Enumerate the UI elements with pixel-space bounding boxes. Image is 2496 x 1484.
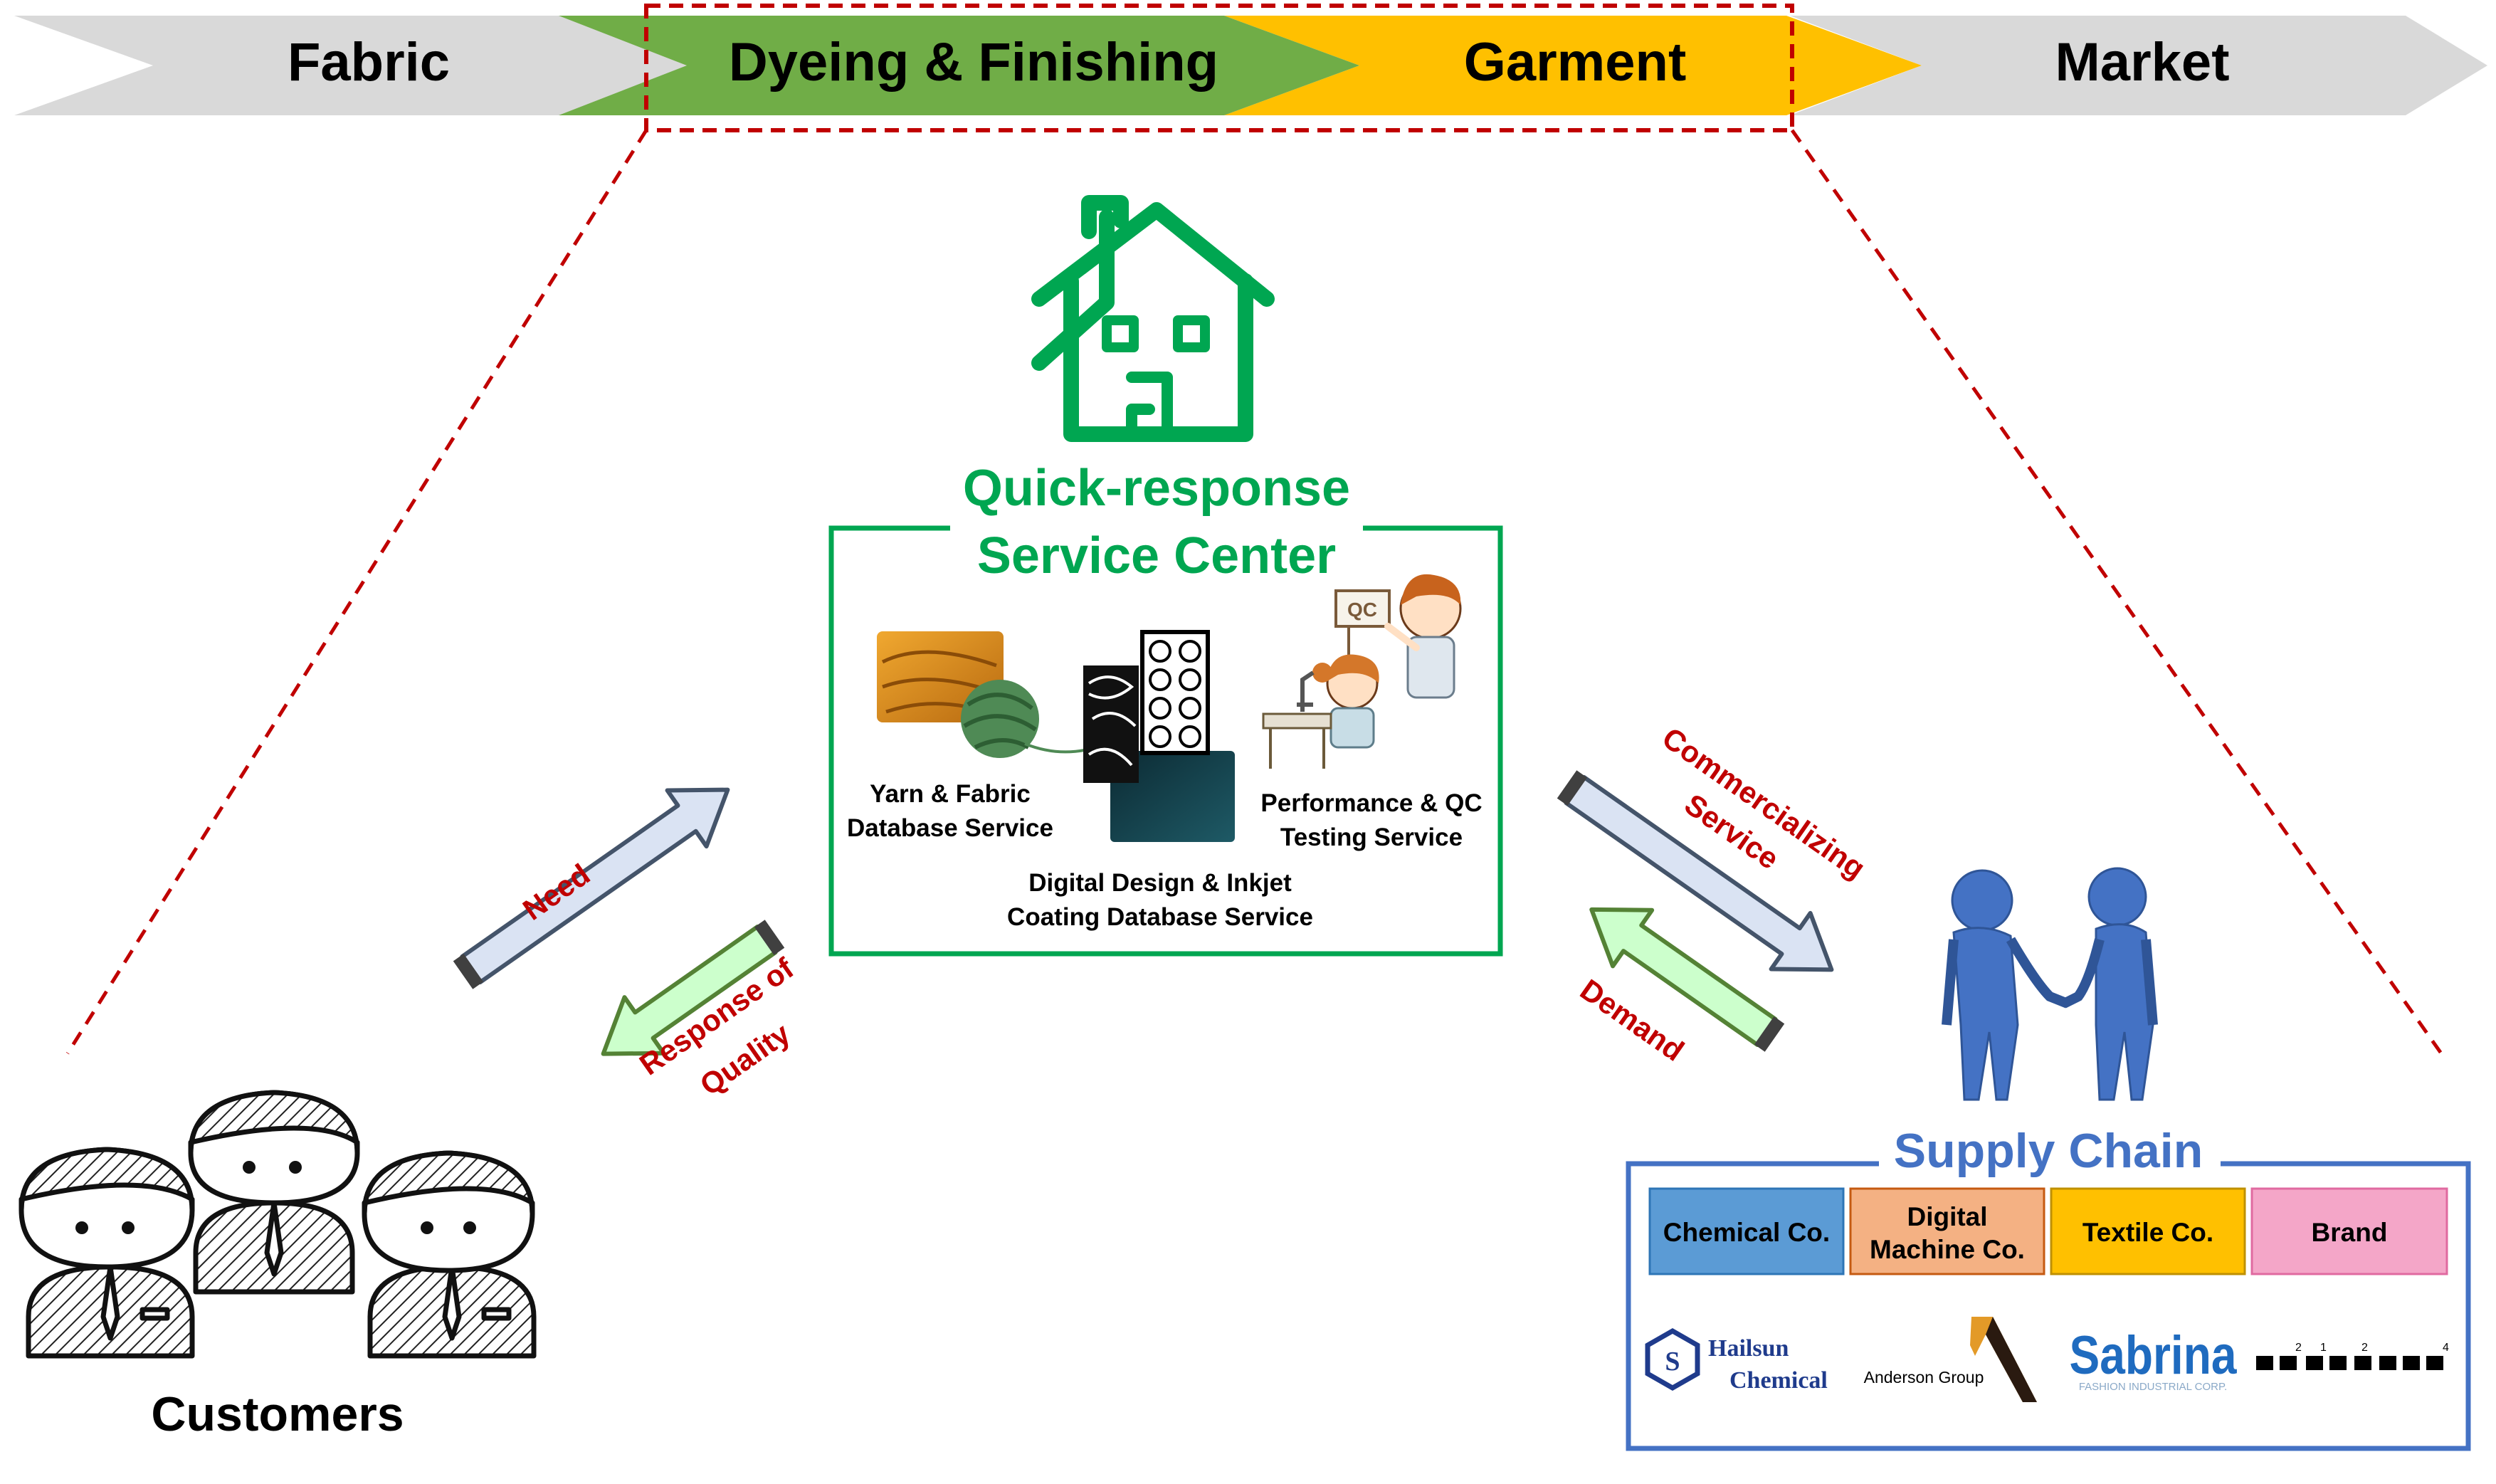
left-scope-line: [65, 129, 648, 1055]
yarn-service-label-2: Database Service: [847, 814, 1053, 842]
need-arrow: [453, 787, 730, 989]
category-textile: [2050, 1187, 2246, 1275]
yarn-service-label-1: Yarn & Fabric: [870, 780, 1031, 808]
category-textile-label: Textile Co.: [2082, 1218, 2213, 1247]
stage-market-shape: [1790, 16, 2487, 115]
handshake-icon: [1942, 867, 2158, 1101]
stage-garment-label: Garment: [1464, 32, 1687, 93]
category-digital-machine-label-2: Machine Co.: [1870, 1235, 2025, 1264]
qc-testing-image: QC: [1262, 574, 1462, 769]
design-service-label-1: Digital Design & Inkjet: [1028, 869, 1292, 897]
focus-highlight-box: [644, 4, 1794, 132]
hailsun-name-1: Hailsun: [1708, 1335, 1789, 1362]
brand-mark-2: 1: [2320, 1342, 2327, 1354]
stage-fabric-shape: [14, 16, 687, 115]
brand-mark-1: 2: [2295, 1342, 2302, 1354]
commercializing-arrow: [1557, 770, 1834, 972]
category-brand: [2250, 1187, 2448, 1275]
qc-service-label-2: Testing Service: [1280, 823, 1463, 851]
brand-mark-4: 4: [2443, 1342, 2449, 1354]
anderson-logo: Anderson Group: [1864, 1317, 2037, 1402]
right-scope-line: [1790, 129, 2443, 1055]
category-brand-label: Brand: [2312, 1218, 2388, 1247]
stage-dyeing-label: Dyeing & Finishing: [729, 32, 1218, 93]
sabrina-subtitle: FASHION INDUSTRIAL CORP.: [2079, 1381, 2227, 1393]
hailsun-logo: S Hailsun Chemical: [1645, 1327, 1828, 1394]
digital-design-image: [1083, 630, 1235, 842]
stage-garment-shape: [1224, 16, 1922, 115]
sabrina-name: Sabrina: [2070, 1325, 2238, 1386]
hailsun-name-2: Chemical: [1729, 1367, 1828, 1394]
stage-market-label: Market: [2055, 32, 2230, 93]
supply-title-mask: [1879, 1153, 2221, 1182]
anderson-name: Anderson Group: [1864, 1368, 1984, 1386]
brand-mark-3: 2: [2361, 1342, 2368, 1354]
customers-icon: [19, 1090, 537, 1359]
service-center-title-1: Quick-response: [963, 460, 1350, 517]
sabrina-logo: Sabrina FASHION INDUSTRIAL CORP.: [2070, 1325, 2238, 1393]
service-center-title-2: Service Center: [977, 527, 1336, 584]
response-arrow: [601, 920, 785, 1056]
category-digital-machine: [1849, 1187, 2045, 1275]
demand-arrow: [1589, 907, 1785, 1052]
svg-text:S: S: [1665, 1347, 1680, 1377]
title-mask: [950, 520, 1363, 548]
yarn-fabric-image: [877, 631, 1097, 758]
house-icon: [1031, 195, 1275, 442]
category-digital-machine-label-1: Digital: [1907, 1202, 1987, 1231]
supply-chain-title: Supply Chain: [1894, 1124, 2203, 1178]
category-chemical: [1648, 1187, 1845, 1275]
category-chemical-label: Chemical Co.: [1663, 1218, 1830, 1247]
qc-sign-text: QC: [1347, 599, 1377, 621]
stage-fabric-label: Fabric: [288, 32, 450, 93]
value-chain-banner: Fabric Dyeing & Finishing Garment Market: [14, 4, 2487, 132]
qc-service-label-1: Performance & QC: [1260, 789, 1482, 817]
stage-dyeing-shape: [559, 16, 1359, 115]
brand-logo: 2 1 2 4: [2256, 1342, 2449, 1370]
customers-label: Customers: [151, 1387, 404, 1441]
design-service-label-2: Coating Database Service: [1007, 903, 1313, 931]
